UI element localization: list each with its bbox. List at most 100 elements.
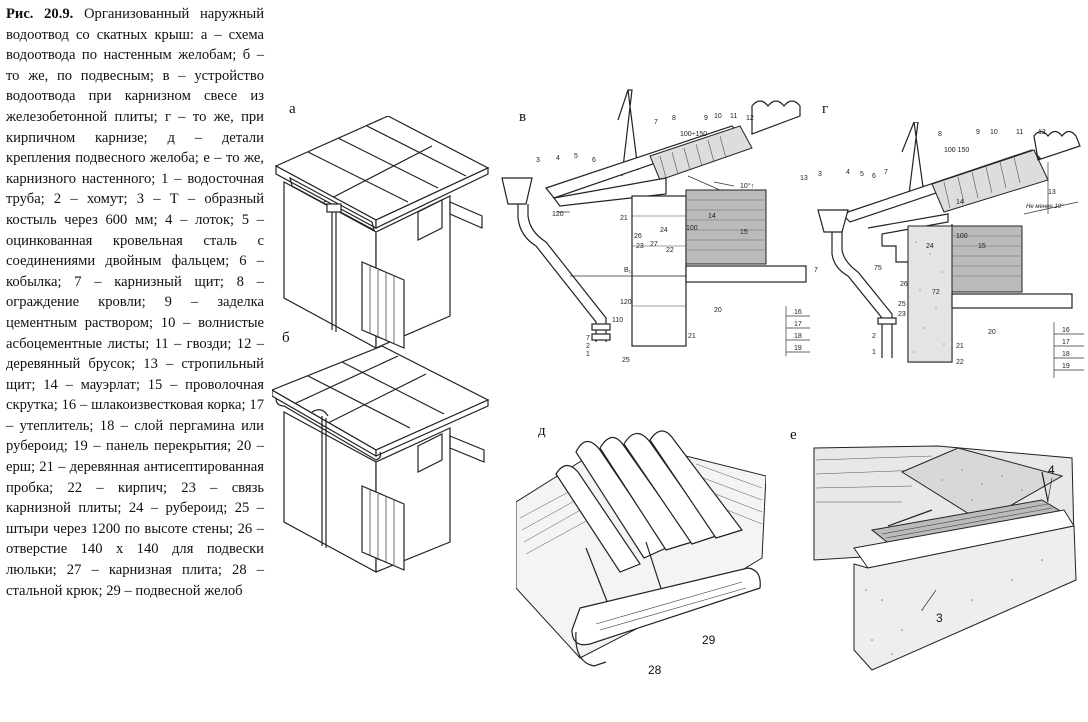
label-8: 8 (938, 131, 942, 138)
funnel (817, 209, 849, 233)
downpipe (321, 416, 327, 548)
downpipe (331, 208, 337, 332)
label-23: 23 (636, 243, 644, 250)
roof-seam (366, 125, 467, 177)
label-9: 9 (704, 115, 708, 122)
floor-panel (685, 265, 807, 283)
leader-3 (921, 589, 937, 611)
diagram-g-brick-cornice-section: 3 4 5 6 7 8 9 10 11 12 13 14 15 16 17 18… (812, 122, 1086, 380)
pipe-clamp (591, 323, 611, 331)
diagram-a-wall-gutter (272, 116, 494, 354)
label-21b: 21 (688, 333, 696, 340)
label-26: 26 (634, 233, 642, 240)
corrugated-sheets (1033, 130, 1081, 161)
label-19: 19 (794, 345, 802, 352)
label-28: 28 (648, 663, 662, 677)
label-2: 2 (586, 343, 590, 350)
label-15: 15 (740, 229, 748, 236)
diagram-e-wall-gutter-detail: 4 3 (812, 440, 1084, 672)
dim-72: 72 (932, 289, 940, 296)
window (361, 261, 405, 349)
label-3: 3 (936, 611, 943, 625)
wall (631, 195, 687, 347)
label-5: 5 (860, 171, 864, 178)
roof-seam (341, 361, 445, 415)
label-11: 11 (1016, 129, 1023, 136)
dim-120b: 120 (620, 299, 632, 306)
pipe-clamp (591, 333, 611, 341)
label-26: 26 (900, 281, 908, 288)
dim-b1: B₁ (624, 267, 632, 274)
label-21: 21 (956, 343, 964, 350)
wall-return (417, 199, 443, 241)
label-10: 10 (990, 129, 998, 136)
rod (887, 509, 933, 527)
label-7: 7 (654, 119, 658, 126)
label-1: 1 (586, 351, 590, 358)
angle-min-19: Не менее 19° (1026, 204, 1064, 210)
figure-caption-text: Организованный наружный водоотвод со ска… (6, 6, 264, 599)
label-24: 24 (926, 243, 934, 250)
label-20: 20 (988, 329, 996, 336)
label-27: 27 (650, 241, 658, 248)
label-12: 12 (1038, 129, 1046, 136)
label-5: 5 (574, 153, 578, 160)
roof-fence (901, 122, 925, 203)
label-25: 25 (622, 357, 630, 364)
label-12: 12 (746, 115, 754, 122)
label-23: 23 (898, 311, 906, 318)
label-25: 25 (898, 301, 906, 308)
label-10: 10 (714, 113, 722, 120)
label-4: 4 (556, 155, 560, 162)
downpipe (517, 204, 607, 342)
eave-slab (552, 177, 667, 207)
funnel (501, 177, 533, 205)
label-1: 1 (872, 349, 876, 356)
label-14: 14 (708, 213, 716, 220)
roof-gable-edge (375, 167, 489, 229)
label-18: 18 (794, 333, 802, 340)
insulation (685, 189, 767, 265)
window (361, 485, 405, 571)
label-19: 19 (1062, 363, 1070, 370)
roof-seam (307, 375, 411, 429)
label-3: 3 (818, 171, 822, 178)
angle-10: 10°↑ (740, 182, 754, 190)
label-15: 15 (978, 243, 986, 250)
label-9: 9 (976, 129, 980, 136)
gutter-end (575, 631, 607, 667)
panel-label-a: а (289, 101, 296, 117)
panel-label-g: г (822, 101, 829, 117)
dim-110: 110 (612, 317, 623, 324)
corrugated-sheets (751, 100, 801, 135)
label-22: 22 (956, 359, 964, 366)
cornice (853, 525, 1077, 671)
pipe-bend (311, 409, 329, 417)
wall-gutter (289, 176, 375, 232)
insulation (951, 225, 1023, 293)
rafter-panel (931, 149, 1049, 213)
funnel (326, 203, 342, 213)
panel-label-e: е (790, 427, 797, 443)
corrugated-sheets (555, 430, 743, 573)
label-7: 7 (884, 169, 888, 176)
dim-100: 100 (686, 225, 698, 232)
label-29: 29 (702, 633, 716, 647)
figure-number: Рис. 20.9. (6, 6, 74, 22)
hanging-gutter (275, 397, 382, 461)
roof-seam (337, 137, 439, 189)
label-8: 8 (672, 115, 676, 122)
leader-4 (1047, 477, 1053, 501)
roof-seam (321, 373, 427, 427)
panel-label-b: б (282, 330, 290, 346)
label-6: 6 (592, 157, 596, 164)
label-24: 24 (660, 227, 668, 234)
roof-seam (323, 145, 433, 203)
dim-100-150: 100 150 (944, 147, 969, 154)
label-18: 18 (1062, 351, 1070, 358)
label-16: 16 (794, 309, 802, 316)
roof-seam (293, 355, 399, 405)
diagram-d-hanging-gutter-detail: 29 28 (516, 418, 766, 678)
label-6: 6 (872, 173, 876, 180)
label-4: 4 (846, 169, 850, 176)
